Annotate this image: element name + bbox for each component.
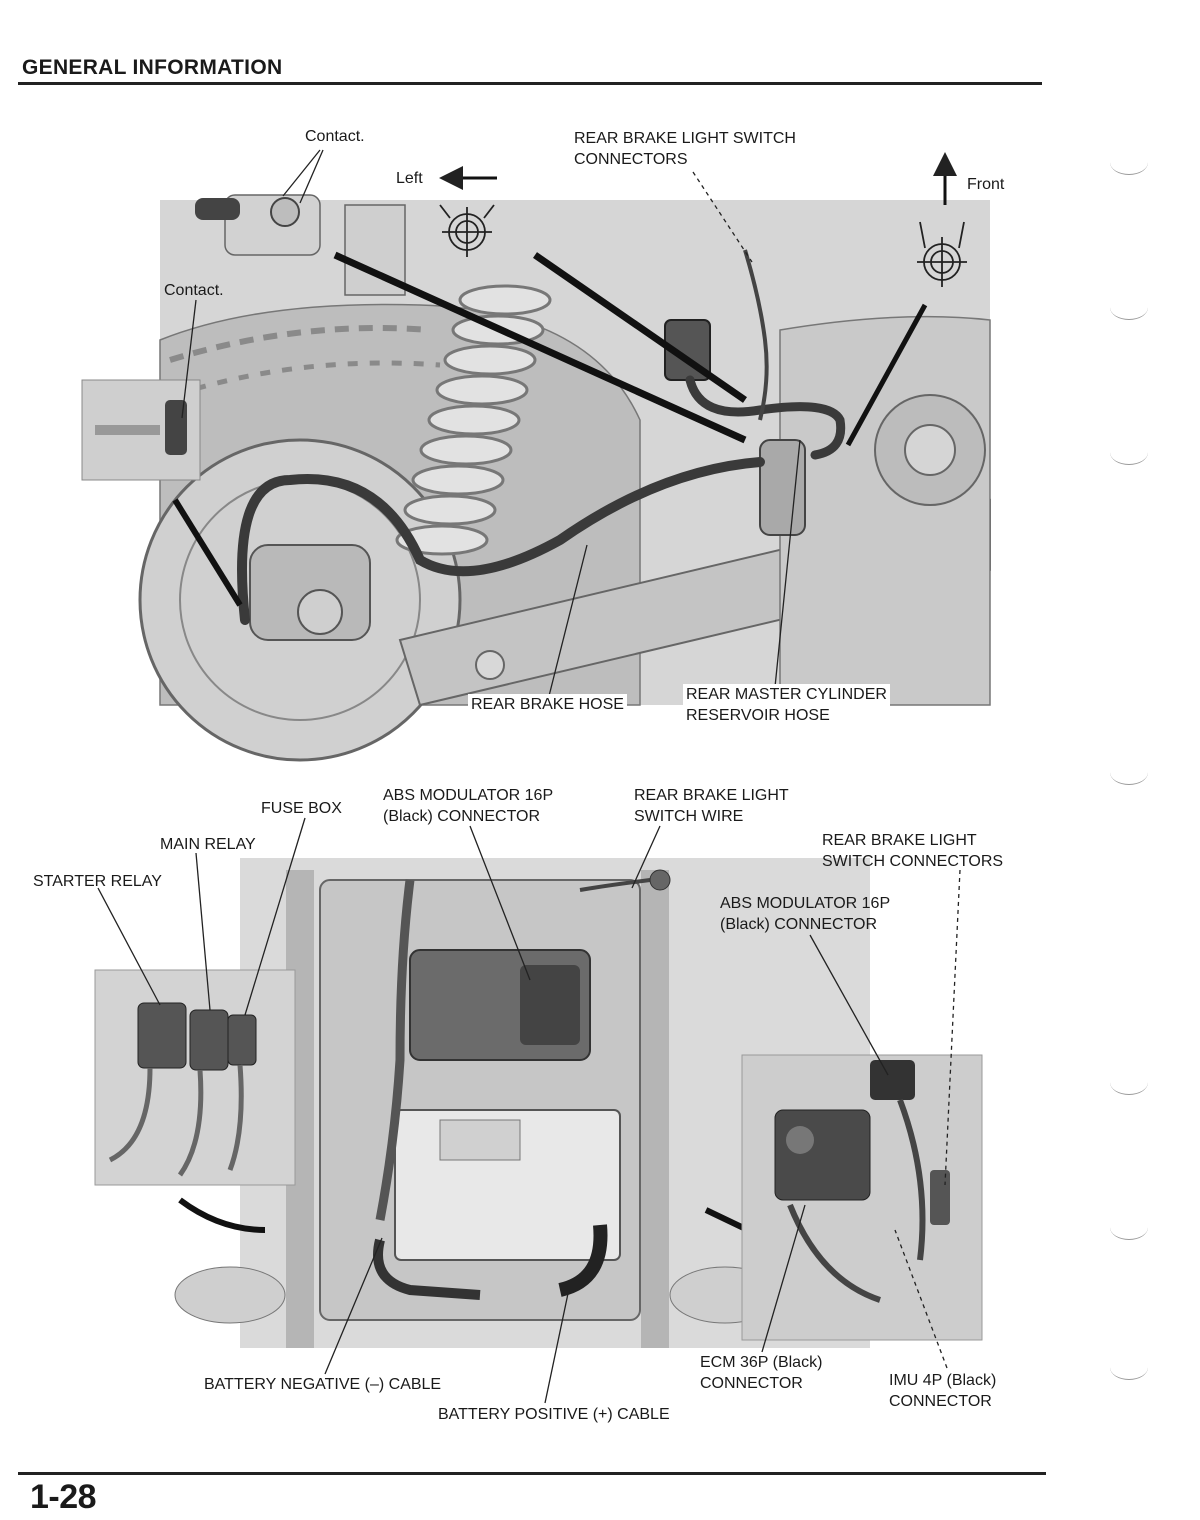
contact-label-left: Contact. xyxy=(164,282,224,299)
viewpoint-symbol-icon xyxy=(439,204,495,257)
battery-positive-cable-label: BATTERY POSITIVE (+) CABLE xyxy=(438,1406,670,1423)
binder-mark xyxy=(1110,1070,1148,1095)
front-direction-label: Front xyxy=(967,176,1005,193)
footer-rule xyxy=(18,1472,1046,1475)
rear-brake-light-switch-connectors-label-bottom: REAR BRAKE LIGHT SWITCH CONNECTORS xyxy=(822,832,1004,870)
page-title: GENERAL INFORMATION xyxy=(22,56,283,79)
fuse-box-label: FUSE BOX xyxy=(261,800,342,817)
battery-negative-cable-label: BATTERY NEGATIVE (–) CABLE xyxy=(204,1376,442,1393)
page-number: 1-28 xyxy=(30,1478,97,1516)
rear-brake-light-switch-wire-label: REAR BRAKE LIGHT SWITCH WIRE xyxy=(634,787,789,825)
binder-mark xyxy=(1110,150,1148,175)
abs-modulator-connector-label: ABS MODULATOR 16P (Black) CONNECTOR xyxy=(383,787,554,825)
top-figure-main xyxy=(138,200,991,762)
abs-modulator-connector-inset-label: ABS MODULATOR 16P (Black) CONNECTOR xyxy=(720,895,891,933)
ecm-connector-label: ECM 36P (Black) CONNECTOR xyxy=(700,1354,823,1392)
binder-mark xyxy=(1110,1355,1148,1380)
rear-brake-light-switch-connectors-label: REAR BRAKE LIGHT SWITCH CONNECTORS xyxy=(574,130,796,168)
starter-relay-label: STARTER RELAY xyxy=(33,873,162,890)
rear-brake-hose-label: REAR BRAKE HOSE xyxy=(468,694,627,715)
imu-connector-label: IMU 4P (Black) CONNECTOR xyxy=(889,1372,997,1410)
contact-label-top: Contact. xyxy=(305,128,365,145)
right-inset-ecm-imu xyxy=(741,1054,983,1341)
binder-mark xyxy=(1110,1215,1148,1240)
binder-mark xyxy=(1110,760,1148,785)
header-rule xyxy=(18,82,1042,85)
rear-master-cylinder-reservoir-hose-label: REAR MASTER CYLINDER RESERVOIR HOSE xyxy=(683,684,890,726)
left-direction-label: Left xyxy=(396,170,423,187)
binder-mark xyxy=(1110,440,1148,465)
top-inset-hose-joint xyxy=(195,194,321,256)
binder-mark xyxy=(1110,295,1148,320)
left-inset-relays xyxy=(94,969,296,1186)
main-relay-label: MAIN RELAY xyxy=(160,836,256,853)
left-inset-banjo-bolt xyxy=(81,379,201,481)
viewpoint-symbol-icon xyxy=(917,221,967,287)
